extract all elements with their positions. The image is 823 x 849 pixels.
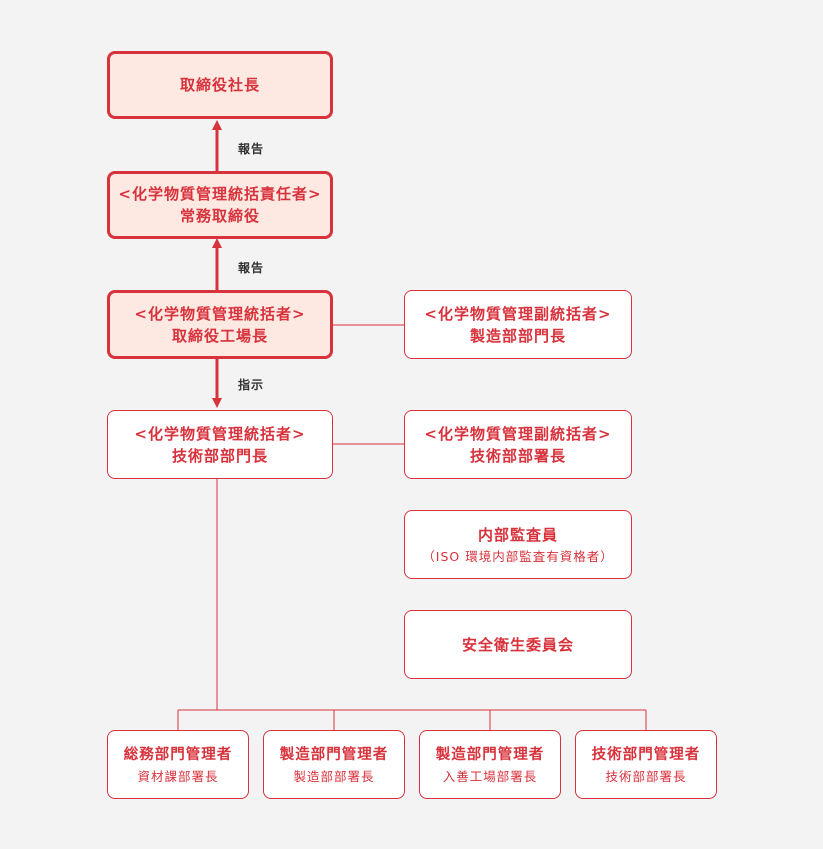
node-chem-manager-role: <化学物質管理統括責任者> xyxy=(118,185,322,203)
node-president: 取締役社長 xyxy=(107,51,333,119)
node-deputy-tech-title: 技術部部署長 xyxy=(469,446,566,465)
node-supervisor-factory: <化学物質管理統括者> 取締役工場長 xyxy=(107,290,333,359)
node-safety-committee: 安全衛生委員会 xyxy=(404,610,632,679)
edge-label-report-1: 報告 xyxy=(238,142,265,156)
node-internal-auditor-sub: （ISO 環境内部監査有資格者） xyxy=(422,548,614,564)
node-manager-technology: 技術部門管理者 技術部部署長 xyxy=(575,730,717,799)
node-manager-2-sub: 製造部部署長 xyxy=(293,768,375,784)
node-president-title: 取締役社長 xyxy=(179,76,260,94)
node-supervisor-tech: <化学物質管理統括者> 技術部部門長 xyxy=(107,410,333,479)
node-manager-3-sub: 入善工場部署長 xyxy=(442,768,538,784)
node-manager-general-affairs: 総務部門管理者 資材課部署長 xyxy=(107,730,249,799)
node-deputy-manufacturing-title: 製造部部門長 xyxy=(469,326,566,345)
edge-label-instruct: 指示 xyxy=(238,378,265,392)
node-supervisor-tech-role: <化学物質管理統括者> xyxy=(134,424,306,443)
node-manager-2-title: 製造部門管理者 xyxy=(279,746,389,763)
edge-label-report-2: 報告 xyxy=(238,261,265,275)
node-deputy-manufacturing: <化学物質管理副統括者> 製造部部門長 xyxy=(404,290,632,359)
node-manager-1-sub: 資材課部署長 xyxy=(137,768,219,784)
node-manager-4-title: 技術部門管理者 xyxy=(591,746,701,763)
node-manager-4-sub: 技術部部署長 xyxy=(605,768,687,784)
node-supervisor-tech-title: 技術部部門長 xyxy=(171,446,268,465)
node-deputy-tech-role: <化学物質管理副統括者> xyxy=(424,424,612,443)
node-manager-3-title: 製造部門管理者 xyxy=(435,746,545,763)
node-supervisor-factory-role: <化学物質管理統括者> xyxy=(134,304,306,323)
node-manager-manufacturing: 製造部門管理者 製造部部署長 xyxy=(263,730,405,799)
node-chem-manager: <化学物質管理統括責任者> 常務取締役 xyxy=(107,171,333,239)
node-deputy-tech: <化学物質管理副統括者> 技術部部署長 xyxy=(404,410,632,479)
node-safety-committee-title: 安全衛生委員会 xyxy=(461,635,574,654)
node-internal-auditor-title: 内部監査員 xyxy=(477,525,558,544)
node-chem-manager-title: 常務取締役 xyxy=(179,207,260,225)
node-manager-1-title: 総務部門管理者 xyxy=(123,746,233,763)
node-supervisor-factory-title: 取締役工場長 xyxy=(171,326,268,345)
node-deputy-manufacturing-role: <化学物質管理副統括者> xyxy=(424,304,612,323)
node-manager-nyuzen-factory: 製造部門管理者 入善工場部署長 xyxy=(419,730,561,799)
node-internal-auditor: 内部監査員 （ISO 環境内部監査有資格者） xyxy=(404,510,632,579)
